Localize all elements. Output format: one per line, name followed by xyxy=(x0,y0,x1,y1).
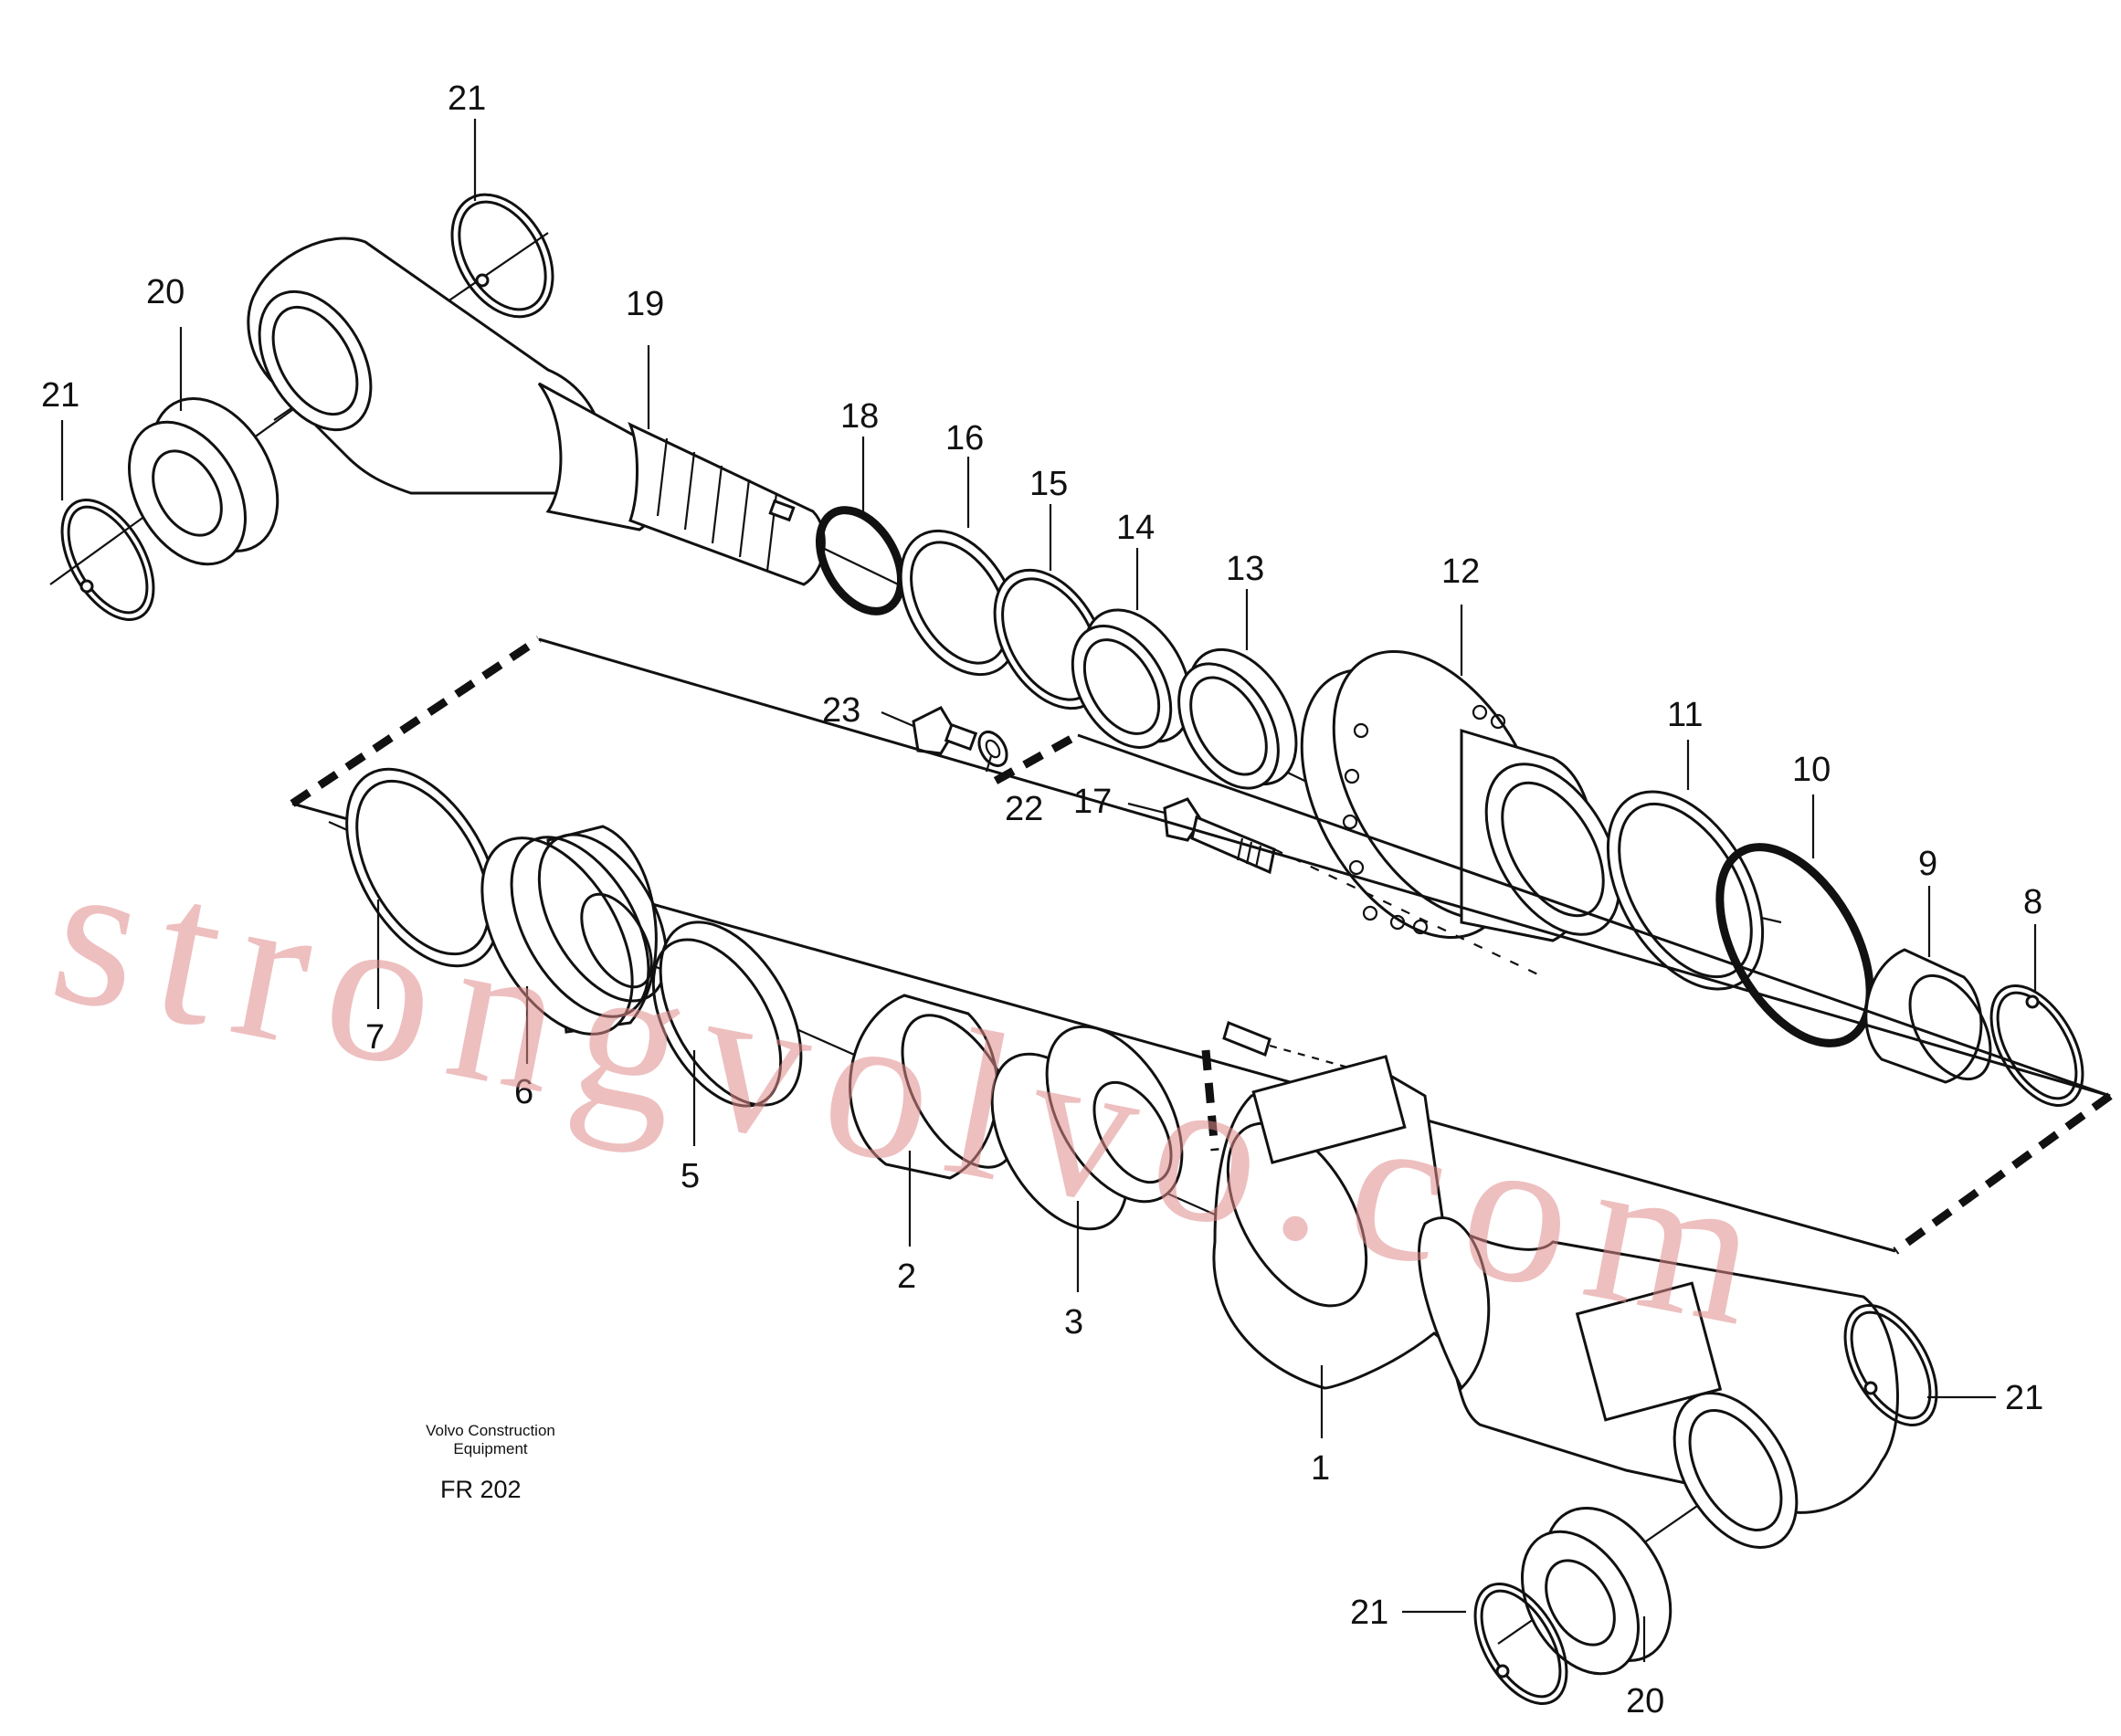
callout-22: 22 xyxy=(1005,790,1043,828)
bearing-20-bottom xyxy=(1520,1506,1673,1676)
company-name-line2: Equipment xyxy=(453,1440,528,1457)
callout-11: 11 xyxy=(1667,696,1703,734)
retaining-ring-21-right xyxy=(1843,1304,1938,1426)
callout-13: 13 xyxy=(1226,550,1264,588)
bushing-9 xyxy=(1864,948,1992,1084)
callout-5: 5 xyxy=(681,1157,700,1195)
piston-rod-19 xyxy=(247,237,826,586)
callout-7: 7 xyxy=(365,1018,385,1057)
callout-23: 23 xyxy=(822,691,860,730)
callout-10: 10 xyxy=(1792,751,1831,789)
callout-18: 18 xyxy=(840,397,879,436)
bearing-20-top-left xyxy=(127,396,280,566)
ring-8 xyxy=(1989,984,2084,1107)
callout-17: 17 xyxy=(1073,783,1112,821)
callout-16: 16 xyxy=(945,419,984,458)
washer-22 xyxy=(977,731,1008,767)
bushing-2 xyxy=(849,994,1018,1180)
screw-23 xyxy=(912,706,978,755)
ring-18 xyxy=(815,506,906,615)
callout-6: 6 xyxy=(514,1073,533,1111)
callouts: 21 20 21 19 18 16 15 14 13 12 11 10 9 8 … xyxy=(41,79,2043,1720)
callout-3: 3 xyxy=(1064,1303,1083,1341)
callout-21-top: 21 xyxy=(448,79,486,118)
figure-caption: Volvo Construction Equipment FR 202 xyxy=(426,1422,555,1503)
retaining-ring-21-top-left xyxy=(60,499,155,621)
callout-9: 9 xyxy=(1918,845,1937,883)
callout-14: 14 xyxy=(1116,509,1155,547)
callout-21-left: 21 xyxy=(41,376,79,415)
piston-6 xyxy=(480,825,669,1036)
cylinder-head-12 xyxy=(1300,650,1621,942)
seal-14 xyxy=(1071,608,1192,749)
callout-20-bottom: 20 xyxy=(1626,1682,1664,1720)
callout-8: 8 xyxy=(2023,883,2042,921)
callout-1: 1 xyxy=(1311,1449,1330,1488)
ring-16 xyxy=(899,529,1019,677)
figure-code: FR 202 xyxy=(440,1476,522,1503)
ring-10 xyxy=(1715,843,1874,1047)
guide-ring-3 xyxy=(990,1025,1184,1231)
ring-7 xyxy=(345,767,501,968)
seal-13 xyxy=(1177,647,1298,790)
retaining-ring-21-top xyxy=(450,193,554,319)
grease-nipple xyxy=(1222,1020,1353,1070)
leader-lines xyxy=(60,119,2037,1662)
callout-21-bottom: 21 xyxy=(1350,1594,1388,1632)
callout-12: 12 xyxy=(1441,552,1480,591)
ring-5 xyxy=(651,921,803,1108)
callout-20-top: 20 xyxy=(146,273,185,311)
company-name-line1: Volvo Construction xyxy=(426,1422,555,1439)
callout-21-right: 21 xyxy=(2005,1379,2043,1417)
seal-kit-frame xyxy=(290,636,2113,1255)
callout-19: 19 xyxy=(626,285,664,323)
callout-15: 15 xyxy=(1029,465,1068,503)
callout-2: 2 xyxy=(897,1257,916,1296)
retaining-ring-21-bottom xyxy=(1473,1583,1568,1705)
cylinder-tube-1 xyxy=(1212,1055,1899,1549)
